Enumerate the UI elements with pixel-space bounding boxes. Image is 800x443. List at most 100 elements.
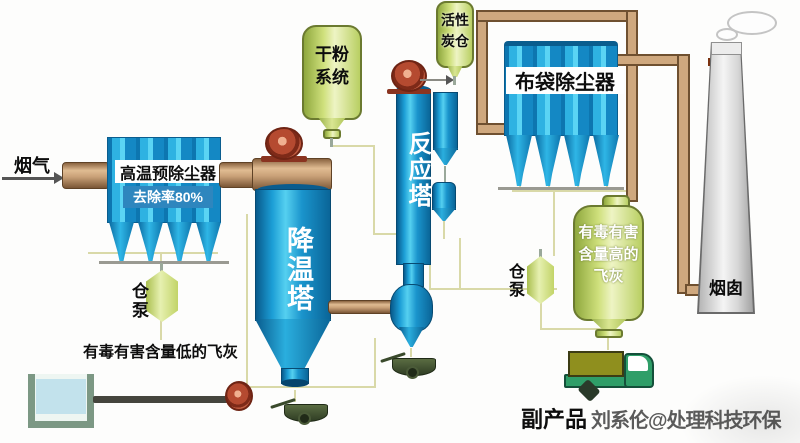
corner-smudge — [680, 375, 800, 443]
smallvessel-line-h — [429, 288, 557, 290]
capsule2-outlet-line — [540, 303, 542, 329]
dry-powder-label: 干粉 系统 — [302, 44, 362, 90]
secondary-column-drip — [444, 166, 446, 182]
ash-duct-vertical — [626, 10, 638, 202]
reactor-outlet-duct-vertical — [476, 18, 488, 132]
reaction-tower-label: 反应塔 — [404, 131, 431, 209]
carbon-silo-label: 活性 炭仓 — [436, 10, 474, 52]
silo-pump2-label: 仓泵 — [506, 263, 523, 299]
bag-filter-label-text: 布袋除尘器 — [515, 72, 615, 94]
capsule2-transfer-line — [540, 328, 608, 330]
bag-filter-top-cap — [504, 41, 618, 48]
bag-filter-hopper-3 — [564, 135, 590, 186]
capsule1-stem — [160, 263, 163, 272]
carbon-silo-funnel — [447, 66, 463, 77]
reactor-small-vessel — [432, 182, 456, 210]
dry-powder-vessel — [302, 25, 362, 120]
high-ash-label-line3: 飞灰 — [593, 267, 624, 285]
flue-gas-arrow-icon — [54, 172, 64, 184]
truck-window — [628, 356, 648, 371]
smallvessel-drop — [443, 221, 445, 239]
chimney-body — [699, 44, 753, 312]
pre-collector-hopper-3 — [167, 222, 192, 261]
pump3-water-icon — [225, 381, 253, 411]
dry-powder-label-line1: 干粉 — [315, 45, 349, 64]
bottom-caption: 副产品 刘系伦@处理科技环保 — [521, 402, 796, 434]
cooling-tower-tip-cap — [281, 379, 309, 387]
cart-frame-line — [374, 338, 376, 388]
cooling-tower-drip — [294, 390, 296, 402]
watermark-text: 刘系伦@处理科技环保 — [591, 409, 782, 432]
water — [36, 379, 86, 414]
water-riser-line — [246, 214, 248, 384]
pre-collector-base — [99, 261, 229, 264]
chimney-duct-vertical — [677, 54, 690, 294]
high-ash-label-line1: 有毒有害 — [578, 224, 639, 241]
floor-line — [250, 386, 376, 388]
carbon-feed-line — [420, 79, 446, 81]
water-suction-pipe — [93, 396, 228, 403]
cooling-tower-cone — [255, 319, 331, 373]
silo-pump2-vessel — [527, 256, 554, 304]
pre-collector-hopper-1 — [109, 222, 134, 261]
drypowder-line-h1 — [331, 145, 375, 147]
high-ash-label-line2: 含量高的 — [578, 245, 639, 263]
cooling-tower-body — [255, 189, 331, 321]
smallvessel-line-v2 — [459, 238, 461, 290]
bag-filter-label: 布袋除尘器 — [506, 67, 624, 94]
dry-powder-stem — [330, 138, 333, 147]
high-ash-vessel-body — [573, 205, 644, 321]
cooling-tower-label: 降温塔 — [283, 226, 313, 313]
silo-pump1-vessel — [146, 270, 178, 322]
reaction-tower-bulge — [390, 284, 433, 332]
reactor-secondary-cone — [433, 148, 458, 165]
carbon-feed-arrow-icon — [446, 75, 454, 85]
carbon-silo-vessel — [436, 1, 474, 68]
reactor-small-vessel-cone — [432, 208, 456, 221]
capsule2-stem — [539, 249, 542, 258]
drypowder-line-v — [373, 145, 375, 235]
truck-cargo-box — [568, 351, 624, 377]
pre-collector-label-text: 高温预除尘器 — [119, 165, 216, 183]
chimney-label: 烟囱 — [709, 279, 743, 298]
carbon-silo-stem — [453, 76, 456, 85]
pump1-fan-icon — [265, 127, 303, 160]
high-ash-label: 有毒有害 含量高的 飞灰 — [573, 222, 644, 287]
flue-gas-arrow-shaft — [2, 177, 54, 180]
top-duct-horizontal — [476, 10, 638, 22]
high-ash-vessel-flange — [595, 329, 623, 338]
bag-filter-base — [498, 187, 624, 190]
pre-collector-label: 高温预除尘器 — [115, 160, 221, 183]
ash-cart-1 — [270, 396, 332, 428]
reaction-tower-column — [396, 89, 431, 265]
removal-rate-badge: 去除率80% — [123, 186, 213, 208]
drypowder-line-h2 — [373, 233, 399, 235]
truck — [562, 348, 660, 403]
highash-outlet-line — [607, 336, 609, 350]
reactor-drip — [410, 348, 412, 357]
low-ash-label: 有毒有害含量低的飞灰 — [83, 344, 239, 361]
cart1-wheel-icon — [298, 412, 311, 425]
bag-filter-hopper-2 — [535, 135, 561, 186]
smoke-puff-small-icon — [716, 28, 738, 41]
byproduct-label: 副产品 — [521, 407, 588, 432]
inlet-pipe — [62, 162, 110, 189]
dry-powder-label-line2: 系统 — [315, 67, 349, 87]
capsule1-outlet-line — [160, 320, 162, 340]
removal-rate-text: 去除率80% — [132, 189, 204, 205]
chimney-band-3 — [708, 58, 710, 66]
reactor-inlet-pipe — [328, 300, 398, 314]
reactor-secondary-column — [433, 92, 458, 150]
cart2-wheel-icon — [406, 366, 419, 379]
bagfilter-hopper-header — [512, 190, 626, 192]
silo-pump1-label: 仓泵 — [129, 282, 148, 320]
chimney-cap — [711, 42, 742, 55]
pre-collector-hopper-4 — [196, 222, 221, 261]
water-tank — [28, 374, 94, 428]
bag-filter-hopper-4 — [593, 135, 619, 186]
pump2-fan-icon — [391, 60, 427, 92]
flue-gas-label: 烟气 — [14, 156, 50, 176]
ash-cart-2 — [380, 350, 440, 382]
bf-drop-line — [553, 192, 555, 256]
